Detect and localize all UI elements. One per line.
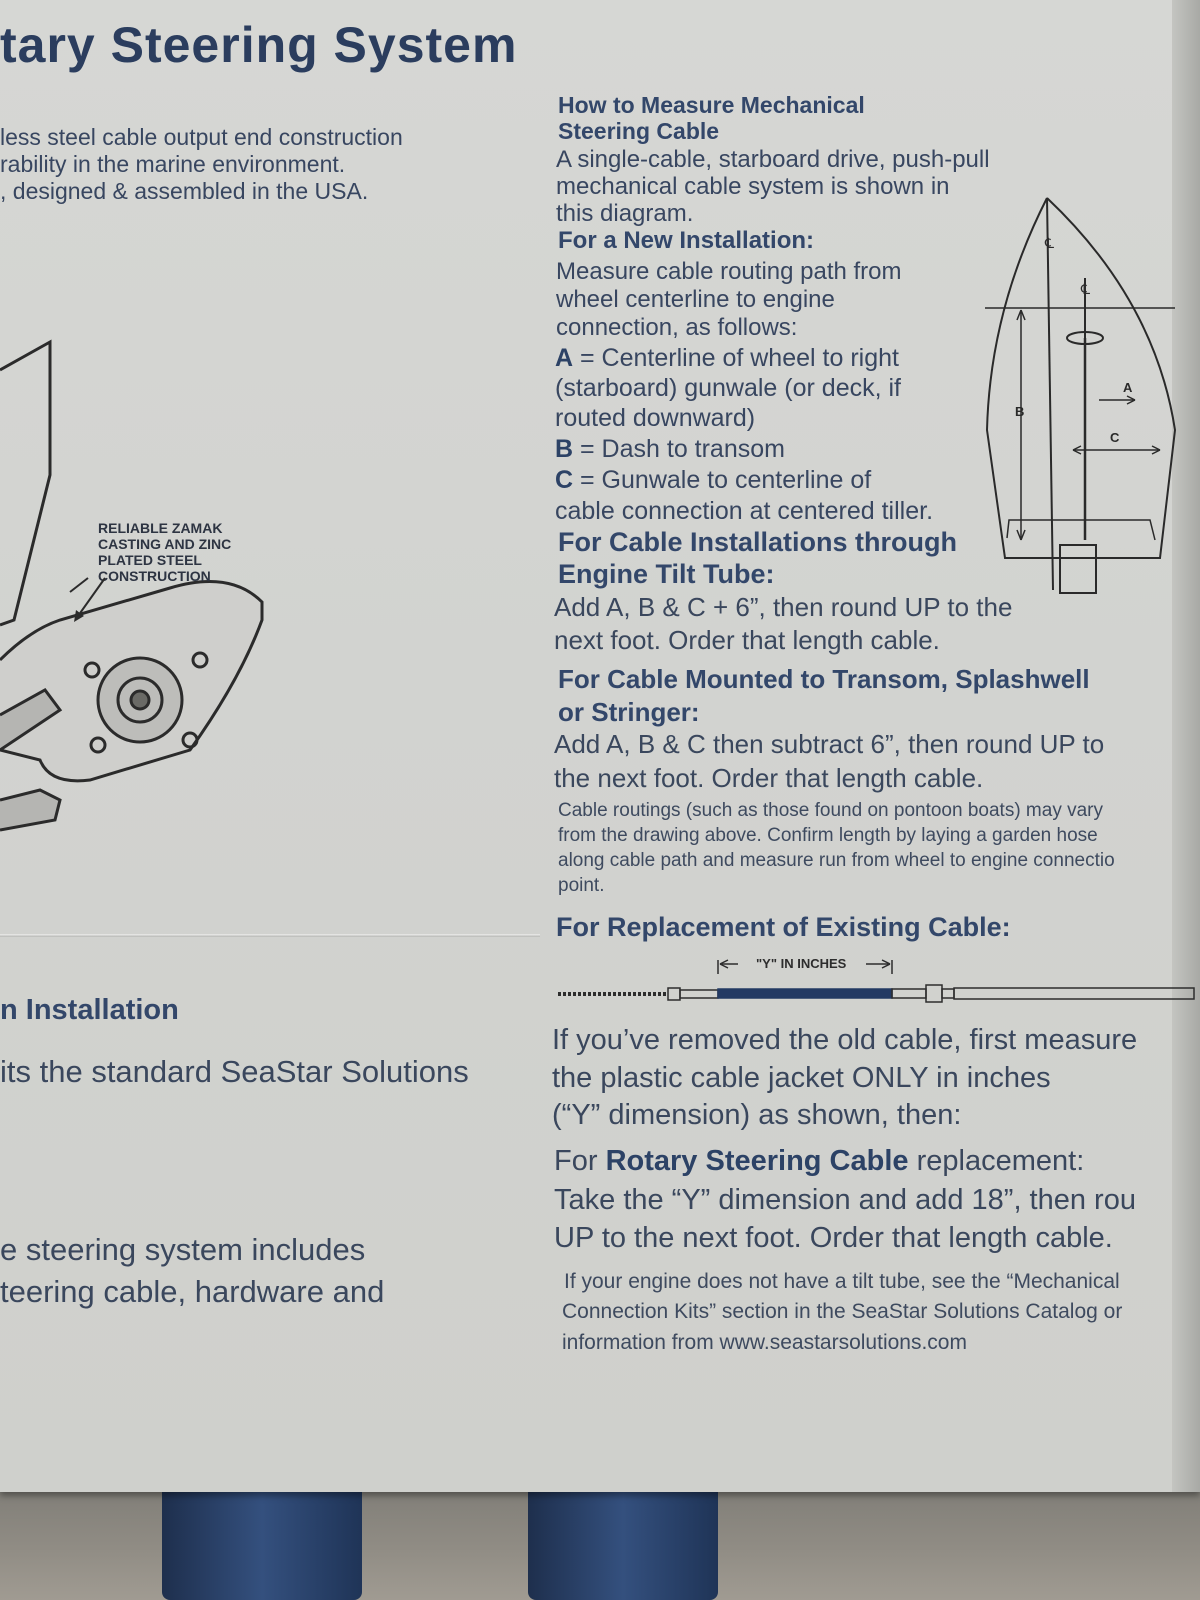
a-key: A (555, 344, 574, 372)
intro-line-3: , designed & assembled in the USA. (0, 178, 369, 204)
measure-intro-2: mechanical cable system is shown in (556, 173, 950, 200)
diagram-label-b: B (1015, 404, 1024, 419)
intro-line-2: rability in the marine environment. (0, 151, 346, 177)
callout-arrow (74, 577, 106, 622)
c-key: C (555, 466, 574, 494)
tilt-heading-2: Engine Tilt Tube: (558, 559, 775, 589)
note-line-1: Cable routings (such as those found on p… (558, 800, 1103, 821)
measure-heading-2: Steering Cable (558, 118, 720, 144)
callout-line-3: PLATED STEEL (98, 552, 202, 568)
footer-line-1: If your engine does not have a tilt tube… (564, 1270, 1120, 1293)
note-line-2: from the drawing above. Confirm length b… (558, 825, 1098, 846)
tilt-text-2: next foot. Order that length cable. (554, 625, 940, 655)
replace-heading: For Replacement of Existing Cable: (556, 912, 1011, 942)
c-definition: C = Gunwale to centerline of (555, 466, 871, 495)
measure-intro-1: A single-cable, starboard drive, push-pu… (556, 146, 990, 173)
transom-heading-2: or Stringer: (558, 697, 700, 727)
diagram-label-c: C (1110, 430, 1120, 445)
boat-diagram: A C B ℄ ℄ (985, 197, 1177, 594)
transom-heading-1: For Cable Mounted to Transom, Splashwell (558, 664, 1090, 694)
a-text-3: routed downward) (555, 404, 756, 432)
rotary-bold: Rotary Steering Cable (605, 1145, 909, 1177)
c-text-2: cable connection at centered tiller. (555, 497, 934, 525)
rotary-line: For Rotary Steering Cable replacement: (554, 1145, 1084, 1178)
footer-line-2: Connection Kits” section in the SeaStar … (562, 1300, 1123, 1323)
diagram-centerline-1: ℄ (1044, 236, 1054, 252)
transom-text-2: the next foot. Order that length cable. (554, 763, 984, 793)
replace-text-1: If you’ve removed the old cable, first m… (552, 1024, 1138, 1056)
diagram-centerline-2: ℄ (1080, 282, 1090, 298)
rotary-text-1: Take the “Y” dimension and add 18”, then… (554, 1184, 1136, 1216)
a-text-1: = Centerline of wheel to right (580, 344, 899, 372)
helm-illustration (0, 339, 264, 832)
a-definition-1: A = Centerline of wheel to right (555, 344, 899, 373)
intro-line-1: less steel cable output end construction (0, 124, 403, 150)
tilt-text-1: Add A, B & C + 6”, then round UP to the (554, 592, 1013, 622)
new-install-text-3: connection, as follows: (556, 314, 798, 341)
measure-heading-1: How to Measure Mechanical (558, 92, 865, 118)
replace-text-2: the plastic cable jacket ONLY in inches (552, 1062, 1051, 1094)
rotary-pre: For (554, 1145, 606, 1177)
rotary-post: replacement: (908, 1145, 1085, 1177)
note-line-4: point. (558, 875, 605, 896)
callout-line-4: CONSTRUCTION (98, 568, 211, 584)
y-dimension-label: "Y" IN INCHES (756, 956, 847, 971)
cable-diagram (558, 959, 1195, 1003)
b-key: B (555, 435, 574, 463)
callout-line-2: CASTING AND ZINC (98, 536, 232, 552)
b-text: = Dash to transom (580, 435, 785, 463)
measure-intro-3: this diagram. (556, 200, 694, 227)
transom-text-1: Add A, B & C then subtract 6”, then roun… (554, 729, 1105, 759)
replace-text-3: (“Y” dimension) as shown, then: (552, 1099, 962, 1131)
installation-heading: n Installation (0, 994, 179, 1026)
page-title: tary Steering System (0, 17, 518, 73)
tilt-heading-1: For Cable Installations through (558, 527, 958, 557)
c-text-1: = Gunwale to centerline of (580, 466, 872, 494)
person-leg-left (162, 1478, 362, 1600)
includes-line-2: teering cable, hardware and (0, 1274, 385, 1309)
new-install-text-2: wheel centerline to engine (556, 286, 835, 313)
b-definition: B = Dash to transom (555, 435, 785, 464)
helm-callout: RELIABLE ZAMAK CASTING AND ZINC PLATED S… (98, 520, 231, 584)
product-box: tary Steering System less steel cable ou… (0, 0, 1200, 1492)
includes-line-1: e steering system includes (0, 1232, 366, 1267)
box-edge (1172, 0, 1200, 1492)
callout-line-1: RELIABLE ZAMAK (98, 520, 223, 536)
new-install-heading: For a New Installation: (558, 227, 815, 254)
rotary-text-2: UP to the next foot. Order that length c… (554, 1222, 1113, 1254)
new-install-text-1: Measure cable routing path from (556, 258, 902, 285)
note-line-3: along cable path and measure run from wh… (558, 850, 1115, 871)
a-text-2: (starboard) gunwale (or deck, if (555, 374, 901, 402)
installation-text: its the standard SeaStar Solutions (0, 1054, 469, 1089)
person-leg-right (528, 1478, 718, 1600)
diagram-label-a: A (1123, 380, 1133, 395)
footer-line-3: information from www.seastarsolutions.co… (562, 1331, 967, 1354)
box-fold-crease (0, 934, 540, 937)
